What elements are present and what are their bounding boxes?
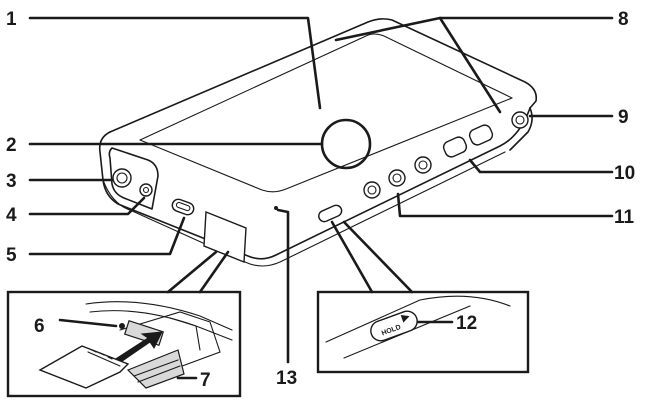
strap-hole-icon (274, 206, 278, 210)
playback-buttons-icon (363, 156, 432, 199)
insert-arrow-icon (113, 331, 163, 365)
hold-switch-icon (318, 204, 343, 223)
volume-buttons-icon (442, 124, 494, 158)
callout-12: 12 (456, 313, 477, 334)
microsd-cover-icon (203, 210, 247, 264)
callout-6: 6 (34, 316, 45, 337)
callout-7: 7 (200, 370, 211, 391)
slot-dot-icon (119, 323, 125, 329)
headphone-jack-icon (139, 183, 153, 197)
usb-port-icon (171, 198, 195, 216)
leader-lines (28, 16, 614, 364)
hold-switch-inset: HOLD (316, 290, 530, 374)
callout-2: 2 (6, 135, 17, 156)
callout-4: 4 (6, 205, 17, 226)
callout-11: 11 (614, 207, 635, 228)
callout-5: 5 (6, 245, 17, 266)
callout-8: 8 (618, 9, 629, 30)
callout-1: 1 (6, 9, 17, 30)
callout-10: 10 (614, 163, 635, 184)
callout-labels: 1 2 3 4 5 6 7 8 9 10 11 12 13 (6, 9, 635, 391)
device-body (98, 18, 538, 267)
callout-9: 9 (618, 107, 629, 128)
power-button-icon (511, 111, 529, 129)
microsd-card-icon (38, 345, 130, 389)
microsd-inset (6, 290, 242, 398)
callout-13: 13 (276, 368, 297, 389)
callout-3: 3 (6, 171, 17, 192)
balanced-jack-icon (112, 168, 132, 188)
